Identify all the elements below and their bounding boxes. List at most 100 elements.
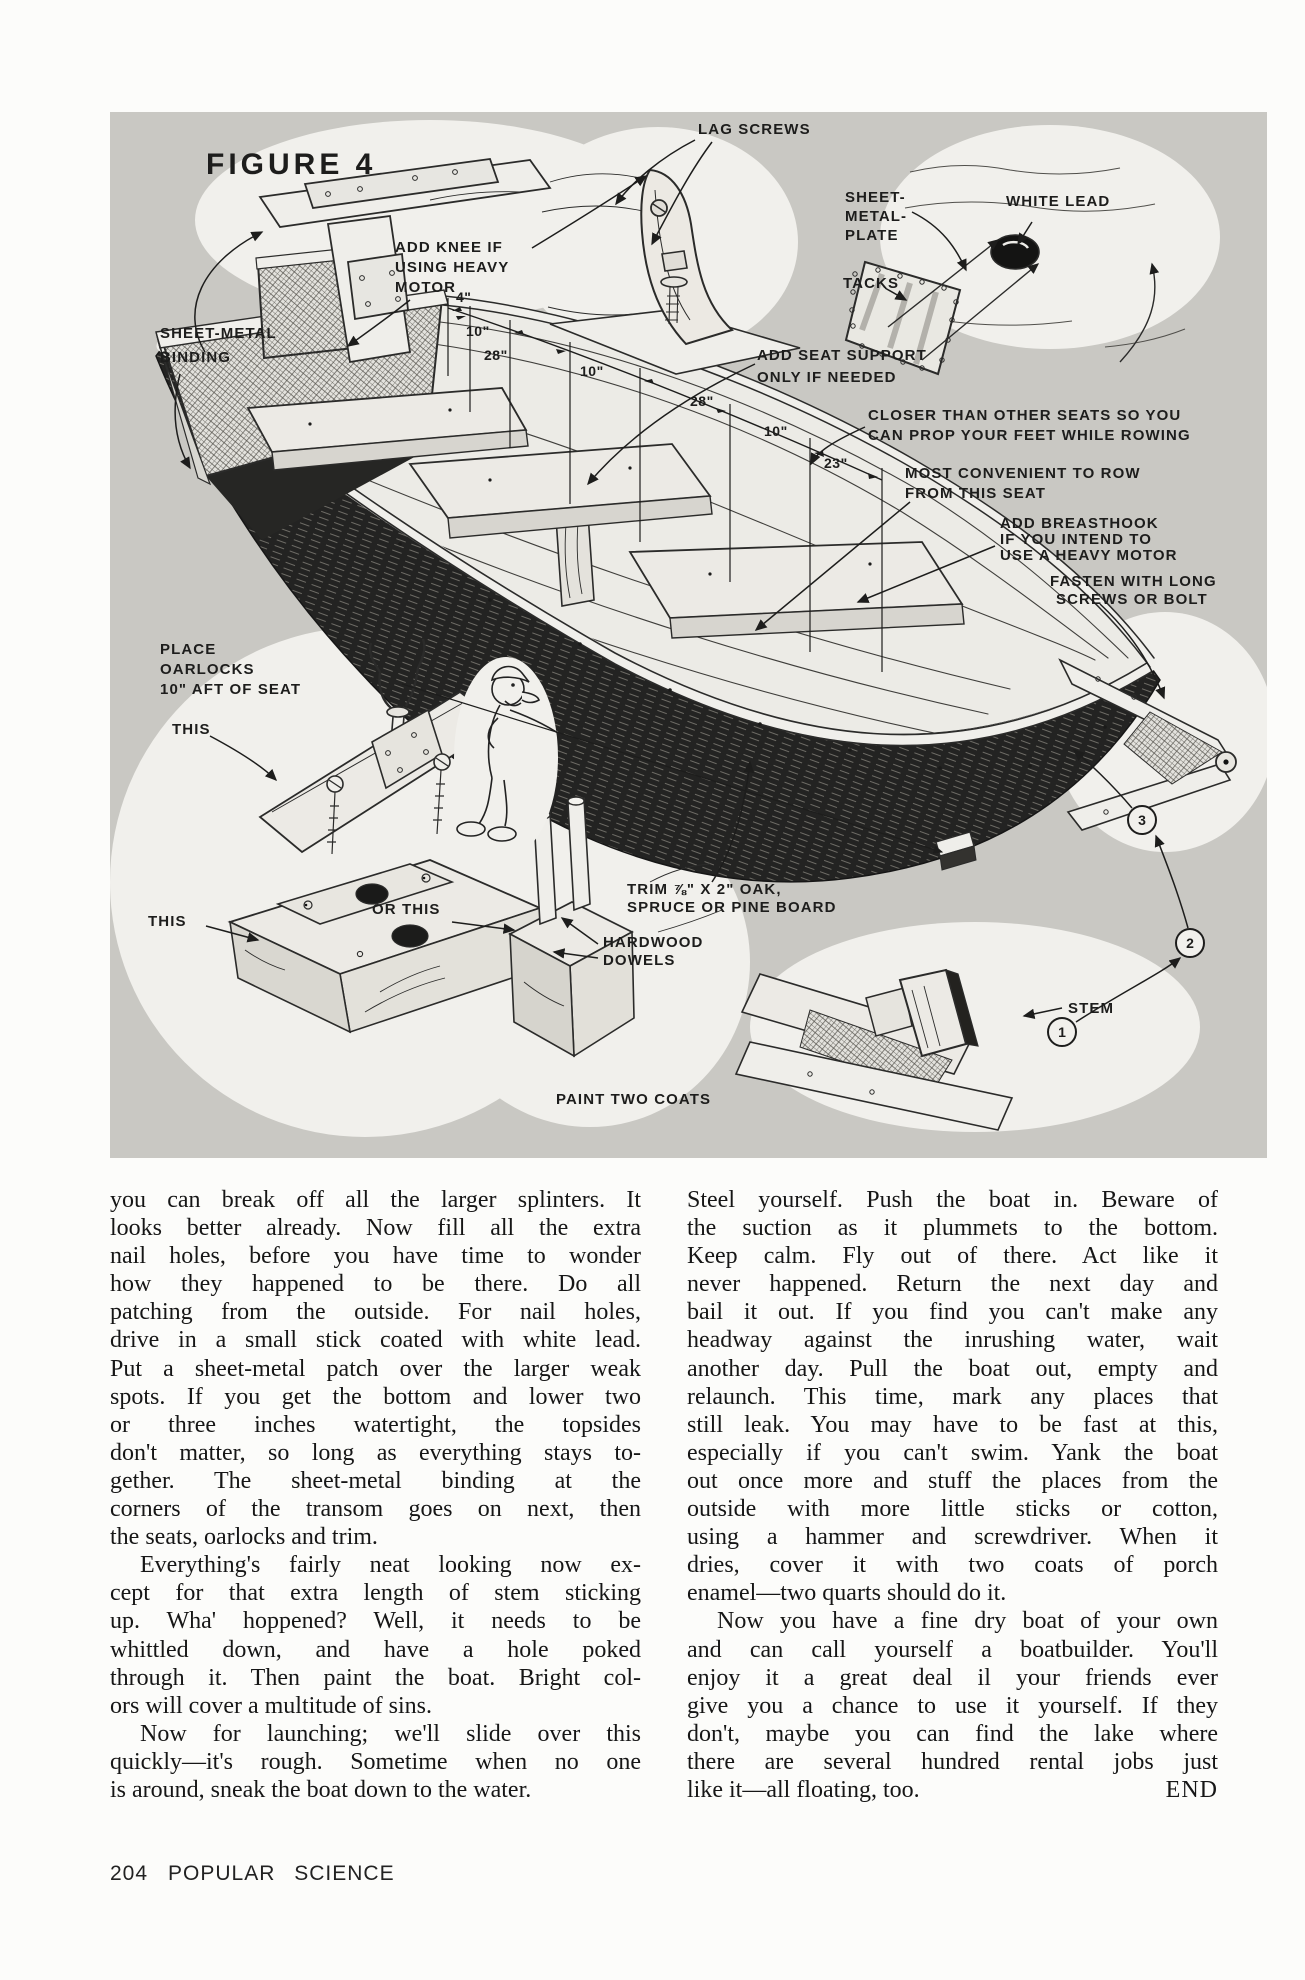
text-line: like it—all floating, too.END [687,1776,1218,1803]
text-line: another day. Pull the boat out, empty an… [687,1355,1218,1382]
cartoon-man [454,657,569,857]
label-add-knee: ADD KNEE IF [395,239,503,256]
text-line: looks better already. Now fill all the e… [110,1215,641,1242]
svg-text:ONLY IF NEEDED: ONLY IF NEEDED [757,369,897,386]
label-place-oarlocks: PLACE [160,641,216,658]
text-line: Everything's fairly neat looking now ex- [140,1552,641,1579]
svg-text:SCREWS OR BOLT: SCREWS OR BOLT [1056,591,1208,608]
leader-lines [174,139,1189,1023]
text-line: the seats, oarlocks and trim. [110,1524,378,1551]
text-line: through it. Then paint the boat. Bright … [110,1664,641,1691]
text-line: relaunch. This time, mark any places tha… [687,1383,1218,1410]
text-line: or three inches watertight, the topsides [110,1411,641,1438]
text-line: is around, sneak the boat down to the wa… [110,1776,532,1803]
label-add-breasthook: ADD BREASTHOOK [1000,515,1159,532]
step-markers: 1 2 3 [1047,805,1205,1047]
seats [246,387,977,871]
text-line: whittled down, and have a hole poked [110,1636,641,1663]
text-line: outside with more little sticks or cotto… [687,1496,1218,1523]
text-line: patching from the outside. For nail hole… [110,1299,641,1326]
text-line: there are several hundred rental jobs ju… [687,1748,1218,1775]
text-line: ors will cover a multitude of sins. [110,1692,432,1719]
text-line: bail it out. If you find you can't make … [687,1299,1218,1326]
text-line: corners of the transom goes on next, the… [110,1496,641,1523]
text-line: Steel yourself. Push the boat in. Beware… [687,1187,1218,1213]
figure-4-illustration: 1 2 3 FIGURE 4 LAG SCREWS SHEET- METAL- … [110,112,1267,1158]
text-line: Keep calm. Fly out of there. Act like it [687,1243,1218,1270]
stem-inset [734,968,1014,1131]
text-line: using a hammer and screwdriver. When it [687,1524,1218,1551]
svg-text:USING HEAVY: USING HEAVY [395,259,509,276]
text-line: Now for launching; we'll slide over this [140,1720,641,1747]
dowel-inset [508,796,723,1058]
svg-text:PLATE: PLATE [845,227,899,244]
label-add-seat-support: ADD SEAT SUPPORT [757,347,927,364]
text-line: especially if you can't swim. Yank the b… [687,1439,1218,1466]
text-line: gether. The sheet-metal binding at the [110,1467,641,1494]
label-this-2: THIS [148,913,187,930]
text-line: never happened. Return the next day and [687,1271,1218,1298]
label-stem: STEM [1068,1000,1114,1017]
text-line: the suction as it plummets to the bottom… [687,1215,1218,1242]
end-marker: END [1165,1776,1218,1803]
svg-text:IF YOU INTEND TO: IF YOU INTEND TO [1000,531,1152,548]
boat-diagram-svg: 1 2 3 FIGURE 4 LAG SCREWS SHEET- METAL- … [110,120,1267,1137]
text-line: drive in a small stick coated with white… [110,1327,641,1354]
svg-text:BINDING: BINDING [160,349,231,366]
label-most-convenient: MOST CONVENIENT TO ROW [905,465,1141,482]
label-closer-seats: CLOSER THAN OTHER SEATS SO YOU [868,407,1181,424]
binding-inset [258,158,552,364]
svg-text:10" AFT OF SEAT: 10" AFT OF SEAT [160,681,301,698]
label-trim: TRIM ⅞" X 2" OAK, [627,881,782,898]
text-line: headway against the inrushing water, wai… [687,1327,1218,1354]
text-line: spots. If you get the bottom and lower t… [110,1383,641,1410]
svg-text:DOWELS: DOWELS [603,952,675,969]
left-column: you can break off all the larger splinte… [110,1186,641,1804]
text-line: cept for that extra length of stem stick… [110,1580,641,1607]
dim-23in: 23" [824,455,848,471]
text-line: quickly—it's rough. Sometime when no one [110,1748,641,1775]
text-line: up. Wha' hoppened? Well, it needs to be [110,1608,641,1635]
text-line: dries, cover it with two coats of porch [687,1552,1218,1579]
step-1: 1 [1058,1024,1066,1040]
svg-text:CAN PROP YOUR FEET WHILE ROWIN: CAN PROP YOUR FEET WHILE ROWING [868,427,1191,444]
label-hardwood-dowels: HARDWOOD [603,934,703,951]
text-line: don't, maybe you can find the lake where [687,1720,1218,1747]
svg-text:USE A HEAVY MOTOR: USE A HEAVY MOTOR [1000,547,1178,564]
dim-10in-c: 10" [764,423,788,439]
svg-text:METAL-: METAL- [845,208,907,225]
text-line: still leak. You may have to be fast at t… [687,1411,1218,1438]
label-or-this: OR THIS [372,901,441,918]
svg-text:SPRUCE OR PINE BOARD: SPRUCE OR PINE BOARD [627,899,837,916]
white-lead-hole [990,234,1040,270]
dim-10in-b: 10" [580,363,604,379]
article-body: you can break off all the larger splinte… [110,1186,1218,1804]
dim-4in: 4" [456,289,471,305]
text-line: enamel—two quarts should do it. [687,1580,1007,1607]
page-number: 204 [110,1862,149,1885]
svg-text:OARLOCKS: OARLOCKS [160,661,255,678]
magazine-name: POPULAR SCIENCE [168,1862,395,1885]
text-line: and can call yourself a boatbuilder. You… [687,1636,1218,1663]
text-line: you can break off all the larger splinte… [110,1187,641,1213]
page-footer: 204 POPULAR SCIENCE [110,1862,395,1886]
dim-28in-a: 28" [484,347,508,363]
text-line: how they happened to be there. Do all [110,1271,641,1298]
label-sheet-metal-plate: SHEET- [845,189,906,206]
text-line: Now you have a fine dry boat of your own [717,1608,1218,1635]
text-line: enjoy it a great deal il your friends ev… [687,1664,1218,1691]
figure-title: FIGURE 4 [206,148,376,181]
step-3: 3 [1138,812,1146,828]
text-line: give you a chance to use it yourself. If… [687,1692,1218,1719]
label-white-lead: WHITE LEAD [1006,193,1110,210]
label-this-1: THIS [172,721,211,738]
label-sheet-metal-binding: SHEET-METAL [160,325,277,342]
text-line: Put a sheet-metal patch over the larger … [110,1355,641,1382]
text-line: don't matter, so long as everything stay… [110,1439,641,1466]
knee-inset [541,168,801,375]
svg-text:MOTOR: MOTOR [395,279,456,296]
text-line: out once more and stuff the places from … [687,1467,1218,1494]
figure-labels: FIGURE 4 LAG SCREWS SHEET- METAL- PLATE … [148,121,1216,1108]
label-lag-screws: LAG SCREWS [698,121,811,138]
dim-10in-a: 10" [466,323,490,339]
